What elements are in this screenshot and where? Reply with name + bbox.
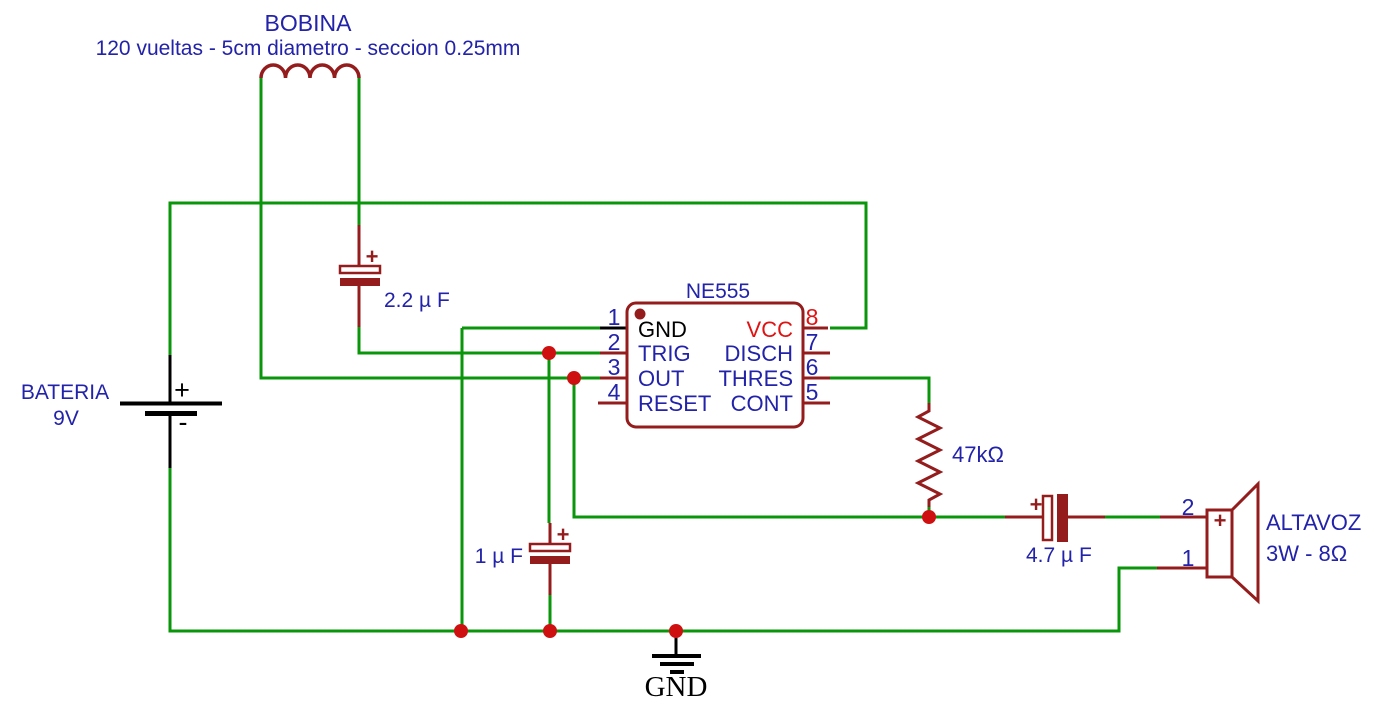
battery-name: BATERIA (20, 381, 110, 404)
ic-body (625, 301, 805, 429)
ground-symbol (652, 654, 701, 674)
junction-resistor-output (922, 510, 936, 524)
cap-2-2uf-value: 2.2 µ F (384, 289, 450, 312)
ic-pin-number-7: 7 (805, 329, 819, 355)
cap-1uf-plate-positive (528, 542, 572, 553)
ic-pin-number-8: 8 (805, 304, 819, 330)
coil-spec: 120 vueltas - 5cm diametro - seccion 0.2… (95, 37, 521, 60)
ic-pin-label-gnd: GND (638, 317, 687, 342)
ic-pin-label-out: OUT (638, 366, 685, 391)
cap-1uf-value: 1 µ F (474, 545, 523, 568)
junction-out (567, 371, 581, 385)
ic-pin-number-3: 3 (607, 354, 621, 380)
ic-pin-label-trig: TRIG (638, 341, 691, 366)
cap-4-7uf-plate-positive (1041, 494, 1054, 542)
cap-4-7uf-value: 4.7 µ F (1026, 544, 1092, 567)
resistor-symbol (914, 403, 944, 507)
cap-1uf-plus-sign: + (556, 522, 570, 547)
ic-pin-number-4: 4 (607, 379, 621, 405)
cap-2-2uf-plus-sign: + (365, 244, 379, 269)
ic-pin-label-cont: CONT (730, 391, 793, 416)
ground-label: GND (644, 671, 708, 703)
junction-ground-2 (543, 624, 557, 638)
cap-2-2uf-plate-positive (338, 264, 382, 275)
ic-pin-label-thres: THRES (718, 366, 793, 391)
battery-minus-sign: - (178, 407, 188, 437)
ic-pin-number-2: 2 (607, 329, 621, 355)
ic-pin-stubs (598, 326, 830, 405)
speaker-name: ALTAVOZ (1266, 510, 1362, 535)
cap-4-7uf-plus-sign: + (1029, 492, 1043, 517)
resistor-value: 47kΩ (952, 442, 1004, 467)
wire-thres-net (830, 376, 931, 517)
ic-pin-label-reset: RESET (638, 391, 712, 416)
coil-symbol (259, 63, 361, 79)
coil-name: BOBINA (264, 10, 352, 36)
cap-1uf-plate-negative (530, 556, 570, 564)
junction-ground-3 (669, 624, 683, 638)
speaker-spec: 3W - 8Ω (1266, 541, 1348, 566)
wire-vcc-net (168, 201, 868, 355)
cap-4-7uf-plate-negative (1057, 494, 1068, 542)
speaker-terminal-1: 1 (1181, 545, 1195, 571)
ic-title: NE555 (685, 280, 751, 303)
wire-trig-net (357, 327, 600, 523)
speaker-body (1205, 508, 1234, 579)
cap-2-2uf-plate-negative (340, 278, 380, 286)
wire-out-net (259, 78, 1160, 519)
speaker-cone (1230, 480, 1260, 605)
speaker-terminal-2: 2 (1181, 494, 1195, 520)
ic-pin-number-6: 6 (805, 354, 819, 380)
ic-pin1-marker (634, 308, 646, 320)
capacitor-leads (357, 225, 1207, 595)
ic-pin-label-vcc: VCC (746, 317, 793, 342)
wire-ground-net (168, 326, 1157, 633)
ic-pin-number-1: 1 (607, 304, 621, 330)
battery-plus-sign: + (174, 375, 190, 405)
junction-ground-1 (454, 624, 468, 638)
speaker-plus-sign: + (1213, 508, 1227, 533)
ic-pin-label-disch: DISCH (724, 341, 793, 366)
battery-value: 9V (53, 407, 79, 430)
junction-trig (542, 346, 556, 360)
ic-pin-number-5: 5 (805, 379, 819, 405)
